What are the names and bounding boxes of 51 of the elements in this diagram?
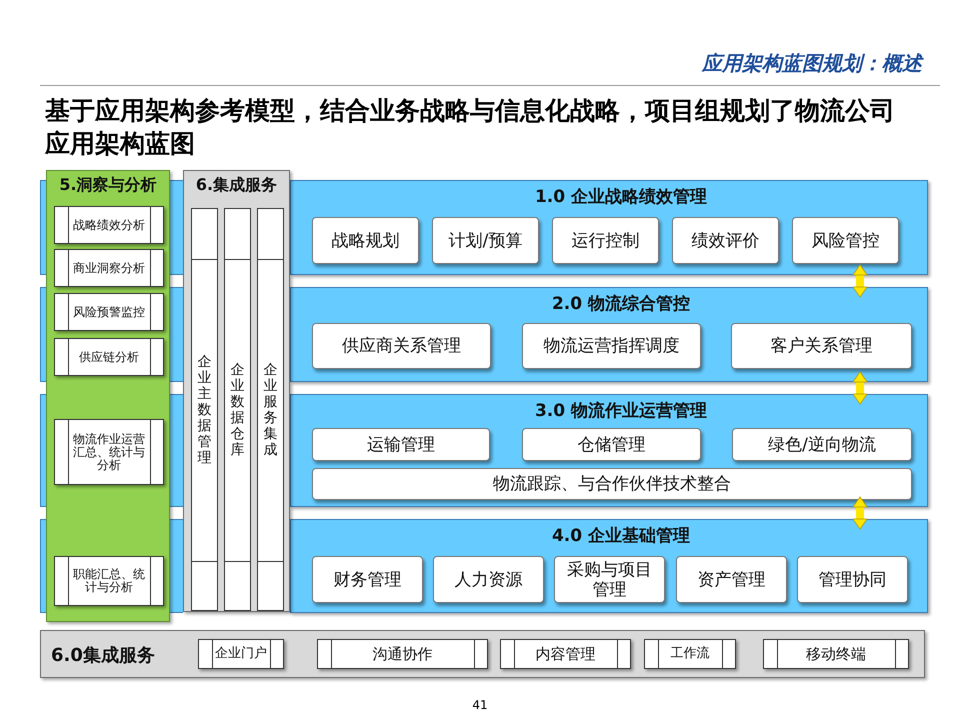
module-box: 资产管理 [676,556,787,603]
module-box: 沟通协作 [317,639,488,669]
module-box: 人力资源 [433,556,544,603]
module-box: 内容管理 [500,639,631,669]
module-box: 物流跟踪、与合作伙伴技术整合 [312,468,912,500]
layer-band [290,394,928,507]
module-box: 绩效评价 [672,217,779,264]
panel-heading: 2.0 物流综合管控 [550,293,692,315]
module-box: 运行控制 [552,217,659,264]
panel-heading: 1.0 企业战略绩效管理 [534,186,708,208]
module-box: 风险预警监控 [54,293,164,331]
module-box: 绿色/逆向物流 [732,428,912,461]
analysis-panel [46,170,170,622]
module-box: 物流运营指挥调度 [522,323,701,369]
module-box: 供应链分析 [54,338,164,376]
slide-title: 基于应用架构参考模型，结合业务战略与信息化战略，项目组规划了物流公司应用架构蓝图 [45,95,896,160]
module-box: 运输管理 [312,428,490,461]
module-box: 工作流 [644,639,736,669]
service-column: 企业数据仓库 [224,208,251,611]
integration-bar [40,630,925,678]
double-arrow [852,264,868,298]
module-box: 商业洞察分析 [54,249,164,287]
double-arrow [852,496,868,530]
layer-band [290,180,928,275]
module-box: 物流作业运营汇总、统计与分析 [54,419,164,485]
layer-band [290,519,928,613]
module-box: 财务管理 [312,556,423,603]
module-box: 战略规划 [312,217,419,264]
panel-heading: 5.洞察与分析 [58,175,158,196]
service-column: 企业主数据管理 [191,208,218,611]
double-arrow [852,372,868,404]
module-box: 风险管控 [792,217,899,264]
service-column: 企业服务集成 [257,208,284,611]
module-box: 客户关系管理 [731,323,912,369]
module-box: 采购与项目管理 [554,556,665,603]
module-box: 企业门户 [198,639,284,669]
module-box: 计划/预算 [432,217,539,264]
page-number: 41 [471,698,489,712]
panel-heading: 4.0 企业基础管理 [550,525,692,547]
panel-heading: 3.0 物流作业运营管理 [534,400,708,422]
integration-panel [183,170,290,612]
page-header: 应用架构蓝图规划：概述 [700,50,922,77]
module-box: 供应商关系管理 [312,323,491,369]
module-box: 战略绩效分析 [54,206,164,244]
layer-band [290,287,928,382]
module-box: 职能汇总、统计与分析 [54,556,164,606]
panel-heading: 6.集成服务 [194,175,278,196]
module-box: 管理协同 [797,556,908,603]
module-box: 仓储管理 [522,428,701,461]
panel-heading: 6.0集成服务 [51,644,155,667]
module-box: 移动终端 [763,639,909,669]
